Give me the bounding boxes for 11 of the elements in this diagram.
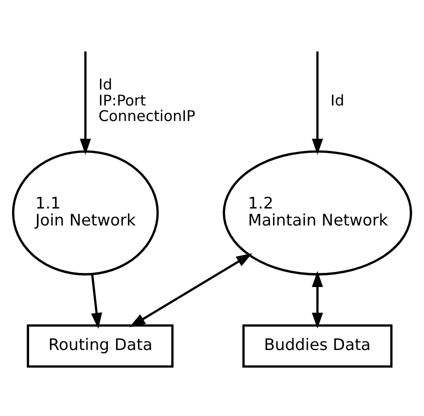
arrow: [80, 50, 91, 154]
arrow: [129, 252, 252, 327]
edge-label: Id: [330, 92, 344, 109]
node-box: Buddies Data: [242, 324, 393, 368]
node-box: Routing Data: [26, 324, 174, 368]
node-ellipse: 1.2 Maintain Network: [222, 150, 412, 275]
arrow: [312, 50, 324, 154]
node-ellipse: 1.1 Join Network: [12, 150, 159, 275]
arrow: [312, 270, 324, 328]
edge-label: Id IP:Port ConnectionIP: [98, 76, 196, 125]
arrow: [91, 273, 102, 328]
